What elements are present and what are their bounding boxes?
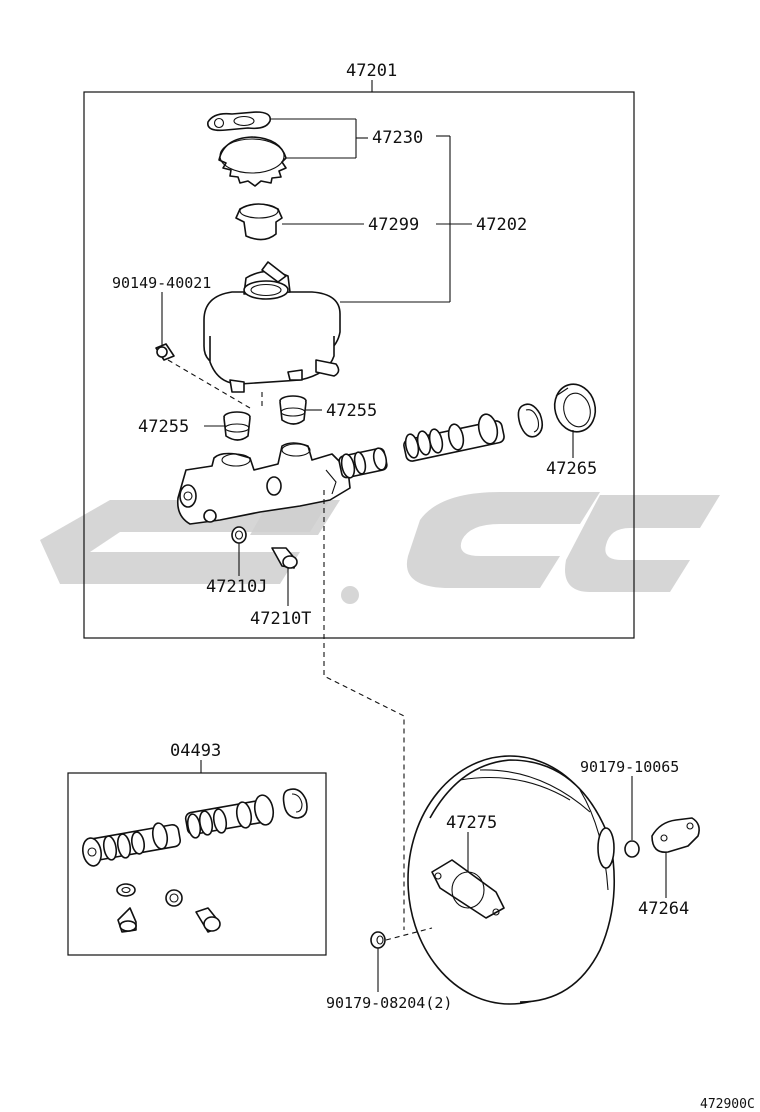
nut-upper-part[interactable] (624, 840, 640, 858)
kit-primary-piston[interactable] (81, 822, 182, 867)
gasket-j-part[interactable] (231, 526, 247, 544)
dashed-connections (167, 359, 433, 941)
label-90179-08204: 90179-08204(2) (326, 994, 452, 1012)
label-47202: 47202 (476, 215, 527, 235)
kit-plug[interactable] (195, 907, 221, 933)
kit-gasket-ring[interactable] (165, 889, 183, 907)
grommet-left-part[interactable] (223, 411, 251, 441)
kit-snap-ring[interactable] (282, 788, 308, 819)
label-47265: 47265 (546, 459, 597, 479)
label-47230: 47230 (372, 128, 423, 148)
label-47210J: 47210J (206, 577, 267, 597)
brake-booster[interactable] (407, 755, 616, 1005)
label-47264: 47264 (638, 899, 689, 919)
primary-piston[interactable] (338, 447, 388, 479)
label-04493: 04493 (170, 741, 221, 761)
label-47255-right: 47255 (326, 401, 377, 421)
seal-ring-part[interactable] (549, 380, 600, 437)
kit-secondary-piston[interactable] (184, 794, 276, 839)
plug-t-part[interactable] (271, 547, 298, 569)
master-cylinder-body[interactable] (176, 442, 351, 525)
nut-lower-part[interactable] (370, 931, 386, 949)
secondary-piston[interactable] (403, 412, 505, 462)
label-90149-40021: 90149-40021 (112, 274, 211, 292)
label-90179-10065: 90179-10065 (580, 758, 679, 776)
snap-ring[interactable] (517, 403, 544, 438)
kit-gasket-small[interactable] (116, 883, 136, 897)
reservoir-tank[interactable] (203, 261, 341, 393)
kit-grommet[interactable] (117, 907, 137, 933)
cap-gasket[interactable] (207, 111, 272, 132)
bolt-part[interactable] (155, 343, 175, 361)
label-47201: 47201 (346, 61, 397, 81)
label-47210T: 47210T (250, 609, 311, 629)
diagram-code: 472900C (700, 1097, 755, 1112)
label-47299: 47299 (368, 215, 419, 235)
kit-frame (67, 772, 327, 956)
leader-lines (161, 118, 667, 992)
bracket-part[interactable] (651, 817, 700, 853)
label-47255-left: 47255 (138, 417, 189, 437)
reservoir-cap[interactable] (218, 136, 287, 187)
grommet-right-part[interactable] (279, 395, 307, 425)
watermark-logo (40, 492, 720, 604)
reservoir-strainer[interactable] (235, 203, 283, 241)
assembly-frame (83, 91, 635, 639)
label-47275: 47275 (446, 813, 497, 833)
